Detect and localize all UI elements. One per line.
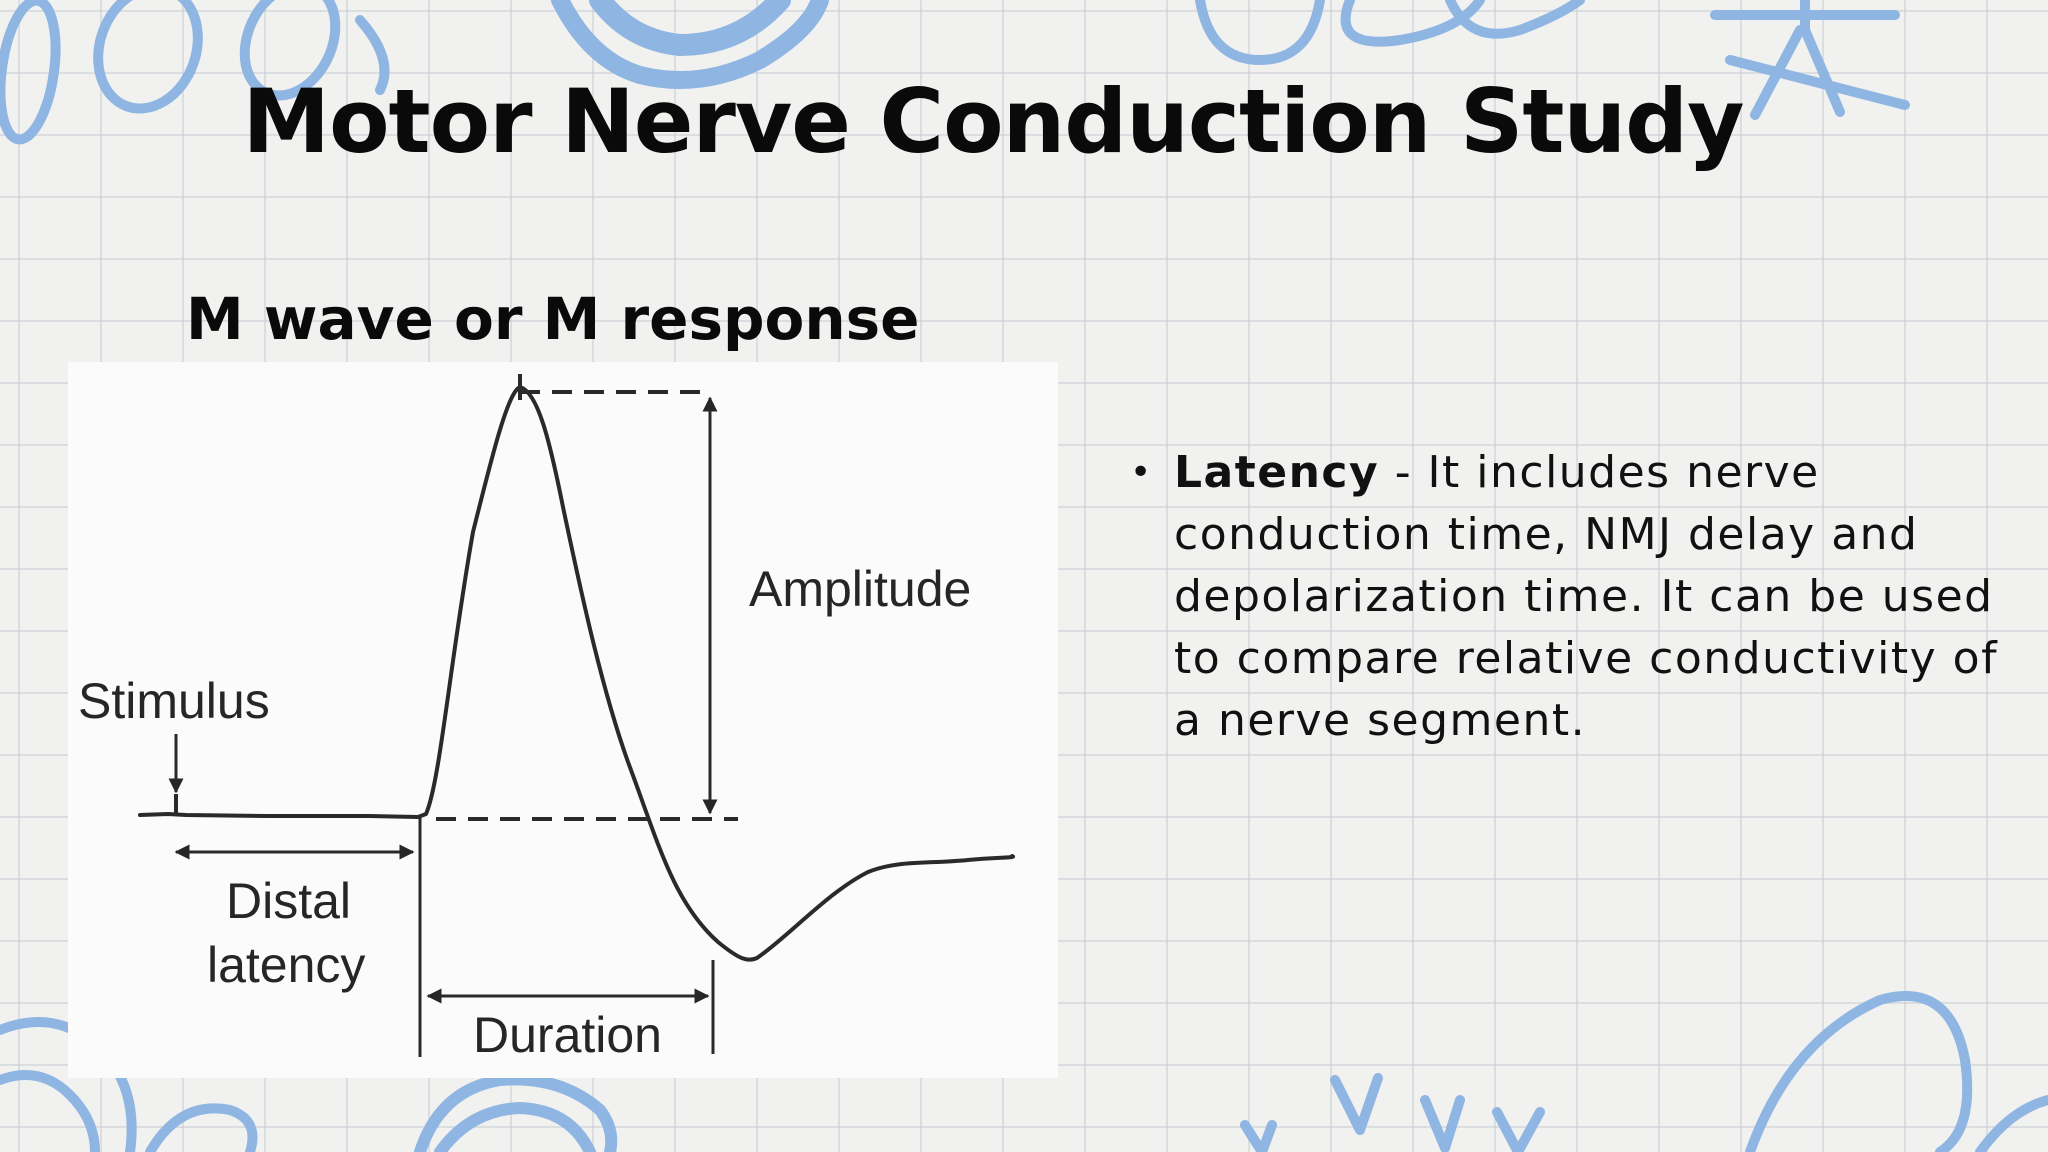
m-wave-trace [138,385,1016,962]
bullet-latency: • Latency - It includes nerve conduction … [1130,442,2010,752]
slide-title: Motor Nerve Conduction Study [242,70,1745,173]
amplitude-label: Amplitude [749,561,971,617]
bullet-dot: • [1130,452,1153,493]
bullet-list: • Latency - It includes nerve conduction … [1130,442,2010,752]
bullet-text: - It includes nerve conduction time, NMJ… [1174,447,1999,746]
section-subtitle: M wave or M response [186,285,920,353]
bullet-term: Latency [1174,447,1380,498]
distal-latency-label-line1: Distal [226,873,351,929]
m-wave-figure: Amplitude Stimulus Distal latency Durati… [68,362,1058,1078]
duration-label: Duration [473,1007,662,1063]
stimulus-label: Stimulus [78,673,270,729]
distal-latency-label-line2: latency [207,937,365,993]
m-wave-diagram: Amplitude Stimulus Distal latency Durati… [78,374,1016,1063]
